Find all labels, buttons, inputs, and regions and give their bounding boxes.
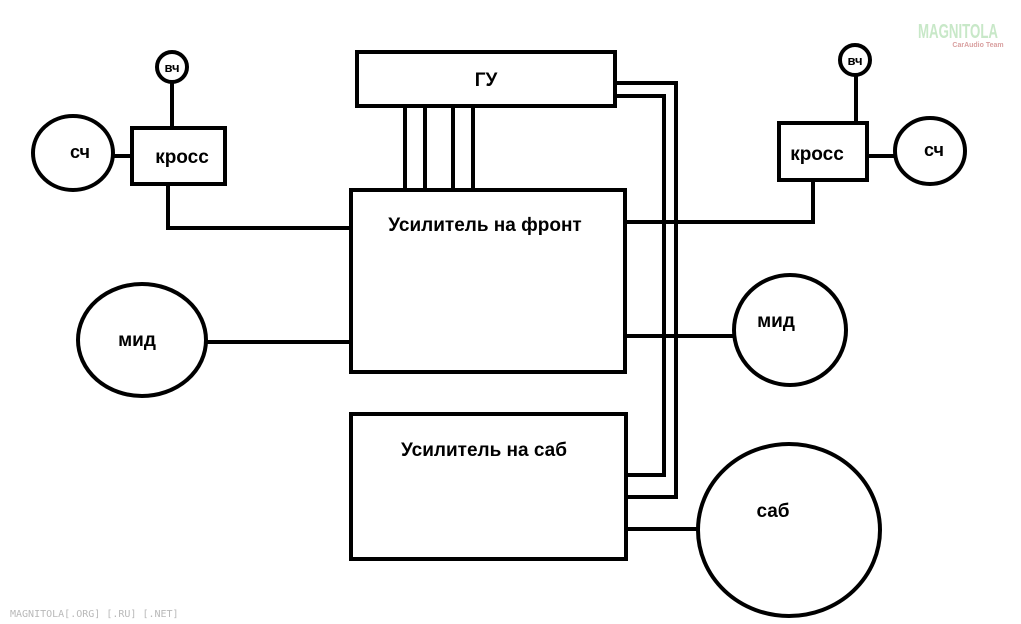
right-mid-label: мид — [757, 311, 795, 332]
right-crossover-box — [777, 121, 869, 182]
left-midrange-label: сч — [70, 142, 90, 162]
sub-amp-box — [349, 412, 628, 561]
left-crossover-label: кросс — [155, 147, 209, 168]
logo-subtitle: CarAudio Team — [952, 42, 1003, 49]
sub-amp-label: Усилитель на саб — [401, 440, 567, 461]
head-unit-to-front-amp-wires — [403, 106, 475, 190]
right-wires — [625, 75, 895, 338]
sub-label: саб — [756, 501, 789, 522]
logo-watermark: MAGNITOLA — [918, 21, 998, 43]
left-wires — [113, 82, 351, 344]
head-unit-label: ГУ — [475, 70, 498, 91]
right-midrange-label: сч — [924, 140, 944, 160]
front-amp-box — [349, 188, 627, 374]
bottom-watermark: MAGNITOLA[.ORG] [.RU] [.NET] — [10, 609, 179, 620]
right-midrange-circle — [893, 116, 967, 186]
sub-circle — [696, 442, 882, 618]
front-amp-label: Усилитель на фронт — [388, 215, 581, 236]
head-unit-to-sub-amp-wires — [615, 81, 678, 499]
head-unit-box — [355, 50, 617, 108]
right-crossover-label: кросс — [790, 144, 844, 165]
right-tweeter-label: вч — [847, 53, 862, 68]
left-tweeter-label: вч — [164, 60, 179, 75]
right-mid-circle — [732, 273, 848, 387]
left-midrange-circle — [31, 114, 115, 192]
left-mid-label: мид — [118, 330, 156, 351]
